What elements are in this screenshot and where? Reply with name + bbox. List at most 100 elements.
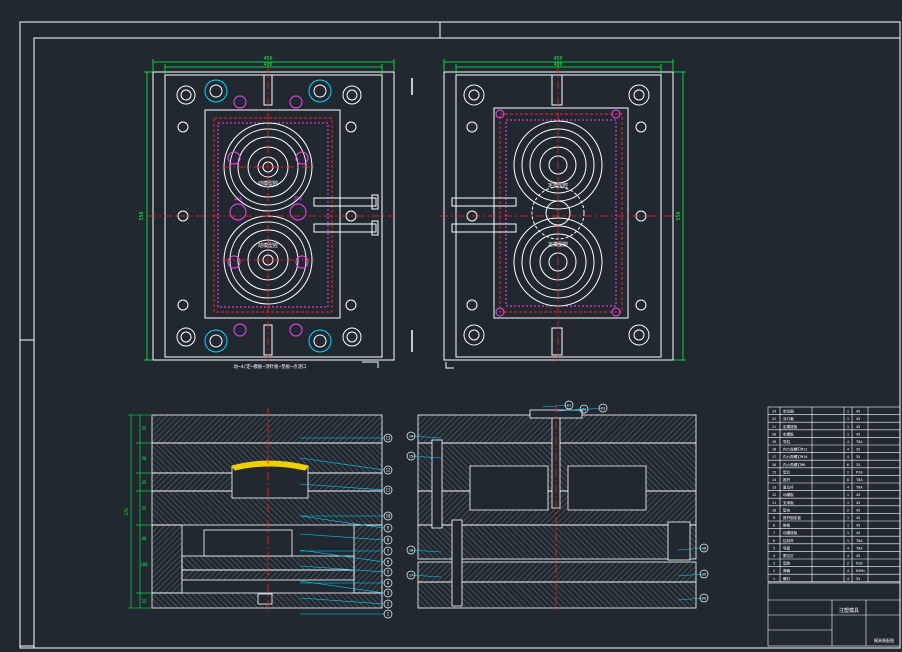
balloon-leader bbox=[410, 455, 442, 459]
balloon-number: 4 bbox=[387, 581, 390, 586]
title-block bbox=[767, 582, 901, 647]
balloon-number: 2 bbox=[387, 602, 390, 607]
balloon bbox=[406, 570, 416, 580]
bom-cell: 1 bbox=[847, 516, 849, 520]
top-width-inner-dim: 400 bbox=[263, 62, 272, 68]
balloon-leader bbox=[410, 549, 442, 553]
balloon-number: 1 bbox=[387, 612, 390, 617]
title-block-drawing-no: 模具装配图 bbox=[874, 637, 894, 643]
bom-cell: 19 bbox=[772, 440, 776, 444]
bom-cell: 定模座板 bbox=[783, 424, 798, 429]
bom-cell: 1 bbox=[847, 425, 849, 429]
bom-cell: 35 bbox=[856, 463, 860, 467]
top-cavity-label-1: 动模型腔 bbox=[258, 180, 278, 187]
balloon bbox=[383, 535, 393, 545]
left-dim-1: 25 bbox=[142, 426, 147, 431]
balloon-number: 6 bbox=[387, 560, 390, 565]
bom-cell: 45 bbox=[856, 516, 860, 520]
bom-cell: 9 bbox=[773, 516, 775, 520]
bom-cell: 拉料杆 bbox=[783, 538, 794, 543]
bom-cell: 1 bbox=[847, 524, 849, 528]
top-view-caption: 动~4/定~模板~顶针板~垫板~点浇口 bbox=[234, 363, 307, 370]
bom-cell: P20 bbox=[856, 562, 863, 566]
balloon-leader bbox=[410, 574, 442, 578]
bom-cell: 4 bbox=[847, 455, 849, 459]
bom-cell: 8 bbox=[773, 524, 775, 528]
bom-cell: 3 bbox=[773, 562, 775, 566]
balloon-number: 15 bbox=[409, 455, 413, 459]
bom-cell: 导套 bbox=[783, 545, 791, 550]
bom-cell: 7 bbox=[773, 531, 775, 535]
left-dim-7: 25 bbox=[142, 599, 147, 604]
bom-cell: 14 bbox=[772, 478, 776, 482]
bom-cell: 定模板 bbox=[783, 431, 794, 436]
bom-cell: 35 bbox=[856, 455, 860, 459]
balloon bbox=[406, 451, 416, 461]
balloon bbox=[699, 593, 709, 603]
bom-cell: 35 bbox=[856, 577, 860, 581]
left-dim-4: 25 bbox=[142, 506, 147, 511]
balloon-number: 12 bbox=[386, 468, 391, 473]
bom-cell: 1 bbox=[847, 432, 849, 436]
bom-cell: 4 bbox=[847, 486, 849, 490]
balloon-leader bbox=[299, 515, 385, 529]
bom-cell: 45 bbox=[856, 432, 860, 436]
balloon-number: 17 bbox=[409, 574, 413, 578]
bom-cell: 4 bbox=[847, 577, 849, 581]
bom-cell: 1 bbox=[847, 531, 849, 535]
left-dim-3: 35 bbox=[142, 480, 147, 485]
bom-cell: P20 bbox=[856, 470, 863, 474]
bom-cell: 复位杆 bbox=[783, 485, 794, 490]
balloon-leader bbox=[299, 597, 385, 605]
section-right-balloons: 14151617181920212223 bbox=[406, 400, 709, 603]
balloon-number: 16 bbox=[409, 549, 413, 553]
balloon-number: 13 bbox=[386, 436, 391, 441]
bom-cell: 45 bbox=[856, 524, 860, 528]
balloon bbox=[383, 567, 393, 577]
balloon bbox=[383, 485, 393, 495]
balloon-number: 11 bbox=[386, 488, 391, 493]
bom-cell: 17 bbox=[772, 455, 776, 459]
balloon bbox=[383, 511, 393, 521]
bom-cell: 2 bbox=[847, 470, 849, 474]
bom-cell: 型腔 bbox=[783, 561, 791, 566]
bom-cell: 限位钉 bbox=[783, 553, 794, 558]
section-right bbox=[417, 409, 697, 609]
bom-cell: 10 bbox=[772, 508, 776, 512]
balloon-leader bbox=[410, 435, 442, 439]
title-block-title: 注塑模具 bbox=[839, 607, 859, 614]
section-left-dimension-lines bbox=[128, 414, 152, 609]
balloon-number: 14 bbox=[409, 435, 413, 439]
balloon-number: 18 bbox=[702, 547, 706, 551]
top-view-dimensions bbox=[144, 59, 395, 361]
left-dim-5: 40 bbox=[142, 536, 147, 541]
bom-cell: T8A bbox=[856, 440, 863, 444]
bom-cell: 5 bbox=[773, 546, 775, 550]
top-height-dim: 550 bbox=[139, 211, 145, 220]
balloon bbox=[383, 557, 393, 567]
right-width-outer-dim: 450 bbox=[553, 56, 562, 62]
balloon bbox=[564, 400, 574, 410]
top-side-label-2: 滑块 bbox=[294, 195, 302, 201]
bom-cell: 支承板 bbox=[783, 500, 794, 505]
balloon-number: 19 bbox=[702, 573, 706, 577]
sheet-frame bbox=[19, 21, 901, 649]
balloon bbox=[383, 609, 393, 619]
balloon-number: 9 bbox=[387, 526, 390, 531]
balloon-number: 21 bbox=[567, 404, 571, 408]
bom-cell: 45 bbox=[856, 410, 860, 414]
section-left bbox=[151, 414, 383, 609]
bom-cell: 1 bbox=[847, 417, 849, 421]
bom-cell: T8A bbox=[856, 539, 863, 543]
section-left-dimension-values: 25 50 35 25 40 100 25 270 bbox=[124, 426, 148, 604]
bom-cell: 2 bbox=[773, 569, 775, 573]
bom-cell: 35 bbox=[856, 448, 860, 452]
bom-cell: 20 bbox=[772, 432, 776, 436]
balloon bbox=[383, 465, 393, 475]
bom-cell: 内六角螺钉M8 bbox=[783, 462, 805, 467]
bom-cell: 动模板 bbox=[783, 492, 794, 497]
balloon-leader bbox=[299, 457, 385, 471]
balloon-leader bbox=[299, 549, 385, 563]
